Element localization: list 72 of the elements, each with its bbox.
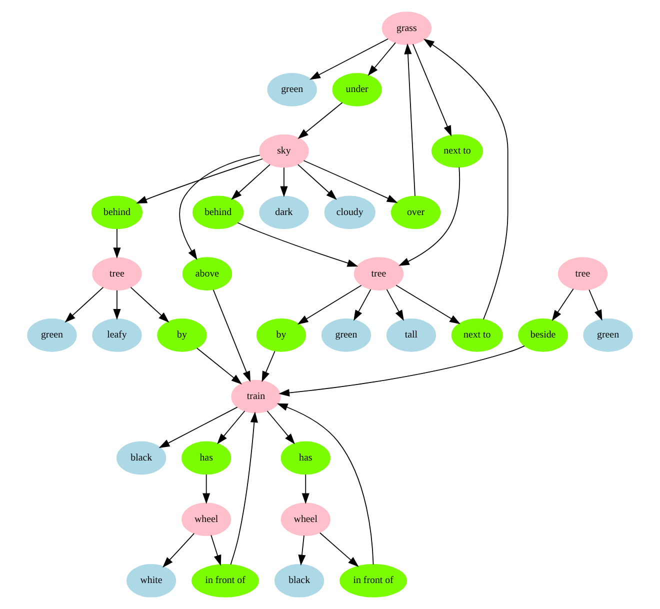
node-ellipse: wheel <box>182 502 232 536</box>
node-ellipse: green <box>27 318 77 352</box>
arrow <box>412 44 452 136</box>
arrow <box>404 43 416 196</box>
node-ellipse: by <box>256 318 306 352</box>
arrow <box>136 158 264 204</box>
arrow <box>386 288 404 321</box>
arrow <box>179 154 260 260</box>
arrow <box>64 286 104 323</box>
arrow <box>217 410 246 444</box>
arrow <box>588 289 602 321</box>
arrow <box>320 532 359 568</box>
arrow <box>354 288 372 321</box>
node-ellipse: behind <box>192 196 244 230</box>
arrow <box>278 345 525 397</box>
arrow <box>266 410 295 444</box>
arrow <box>212 289 250 382</box>
arrow <box>298 102 343 139</box>
arrow <box>368 42 396 76</box>
node-ellipse: dark <box>259 196 309 230</box>
arrow <box>302 474 310 504</box>
arrow <box>303 160 398 203</box>
arrow <box>210 534 222 566</box>
arrow <box>231 164 270 200</box>
arrow <box>396 284 460 324</box>
node-ellipse: wheel <box>280 502 330 536</box>
node-ellipse: white <box>126 564 176 598</box>
node-ellipse: tree <box>92 257 142 291</box>
arrow <box>113 290 121 320</box>
arrow <box>552 288 574 321</box>
arrow <box>398 166 460 266</box>
node-ellipse: black <box>274 564 324 598</box>
arrow <box>298 535 306 566</box>
node-ellipse: leafy <box>92 318 142 352</box>
arrow <box>202 474 210 504</box>
arrow <box>196 348 242 384</box>
node-ellipse: has <box>182 441 232 475</box>
arrow <box>280 167 288 198</box>
arrow <box>297 164 337 200</box>
node-ellipse: under <box>332 72 382 106</box>
arrow <box>276 403 374 565</box>
arrow <box>262 350 276 382</box>
node-ellipse: green <box>267 72 317 106</box>
node-ellipse: by <box>157 318 207 352</box>
node-ellipse: tall <box>386 318 436 352</box>
node-ellipse: in front of <box>340 564 408 598</box>
node-ellipse: has <box>280 441 330 475</box>
node-ellipse: tree <box>558 257 608 291</box>
node-ellipse: behind <box>91 196 143 230</box>
node-ellipse: over <box>390 196 441 230</box>
arrow <box>230 412 258 565</box>
arrow <box>130 286 170 323</box>
node-ellipse: in front of <box>192 564 260 598</box>
node-ellipse: black <box>116 441 166 475</box>
arrow <box>237 222 358 267</box>
arrow <box>297 284 362 324</box>
node-ellipse: above <box>182 257 232 291</box>
node-ellipse: beside <box>518 318 568 352</box>
node-ellipse: green <box>583 318 633 352</box>
node-ellipse: cloudy <box>324 196 376 230</box>
arrow <box>423 38 508 320</box>
arrow <box>113 228 121 259</box>
node-ellipse: tree <box>354 257 404 291</box>
arrow <box>310 38 388 80</box>
node-ellipse: next to <box>432 134 484 168</box>
node-ellipse: next to <box>451 318 503 352</box>
arrow <box>162 533 195 568</box>
node-ellipse: sky <box>259 134 309 168</box>
node-ellipse: green <box>321 318 372 352</box>
node-ellipse: grass <box>382 12 432 45</box>
arrow <box>158 406 238 448</box>
node-ellipse: train <box>231 380 281 414</box>
